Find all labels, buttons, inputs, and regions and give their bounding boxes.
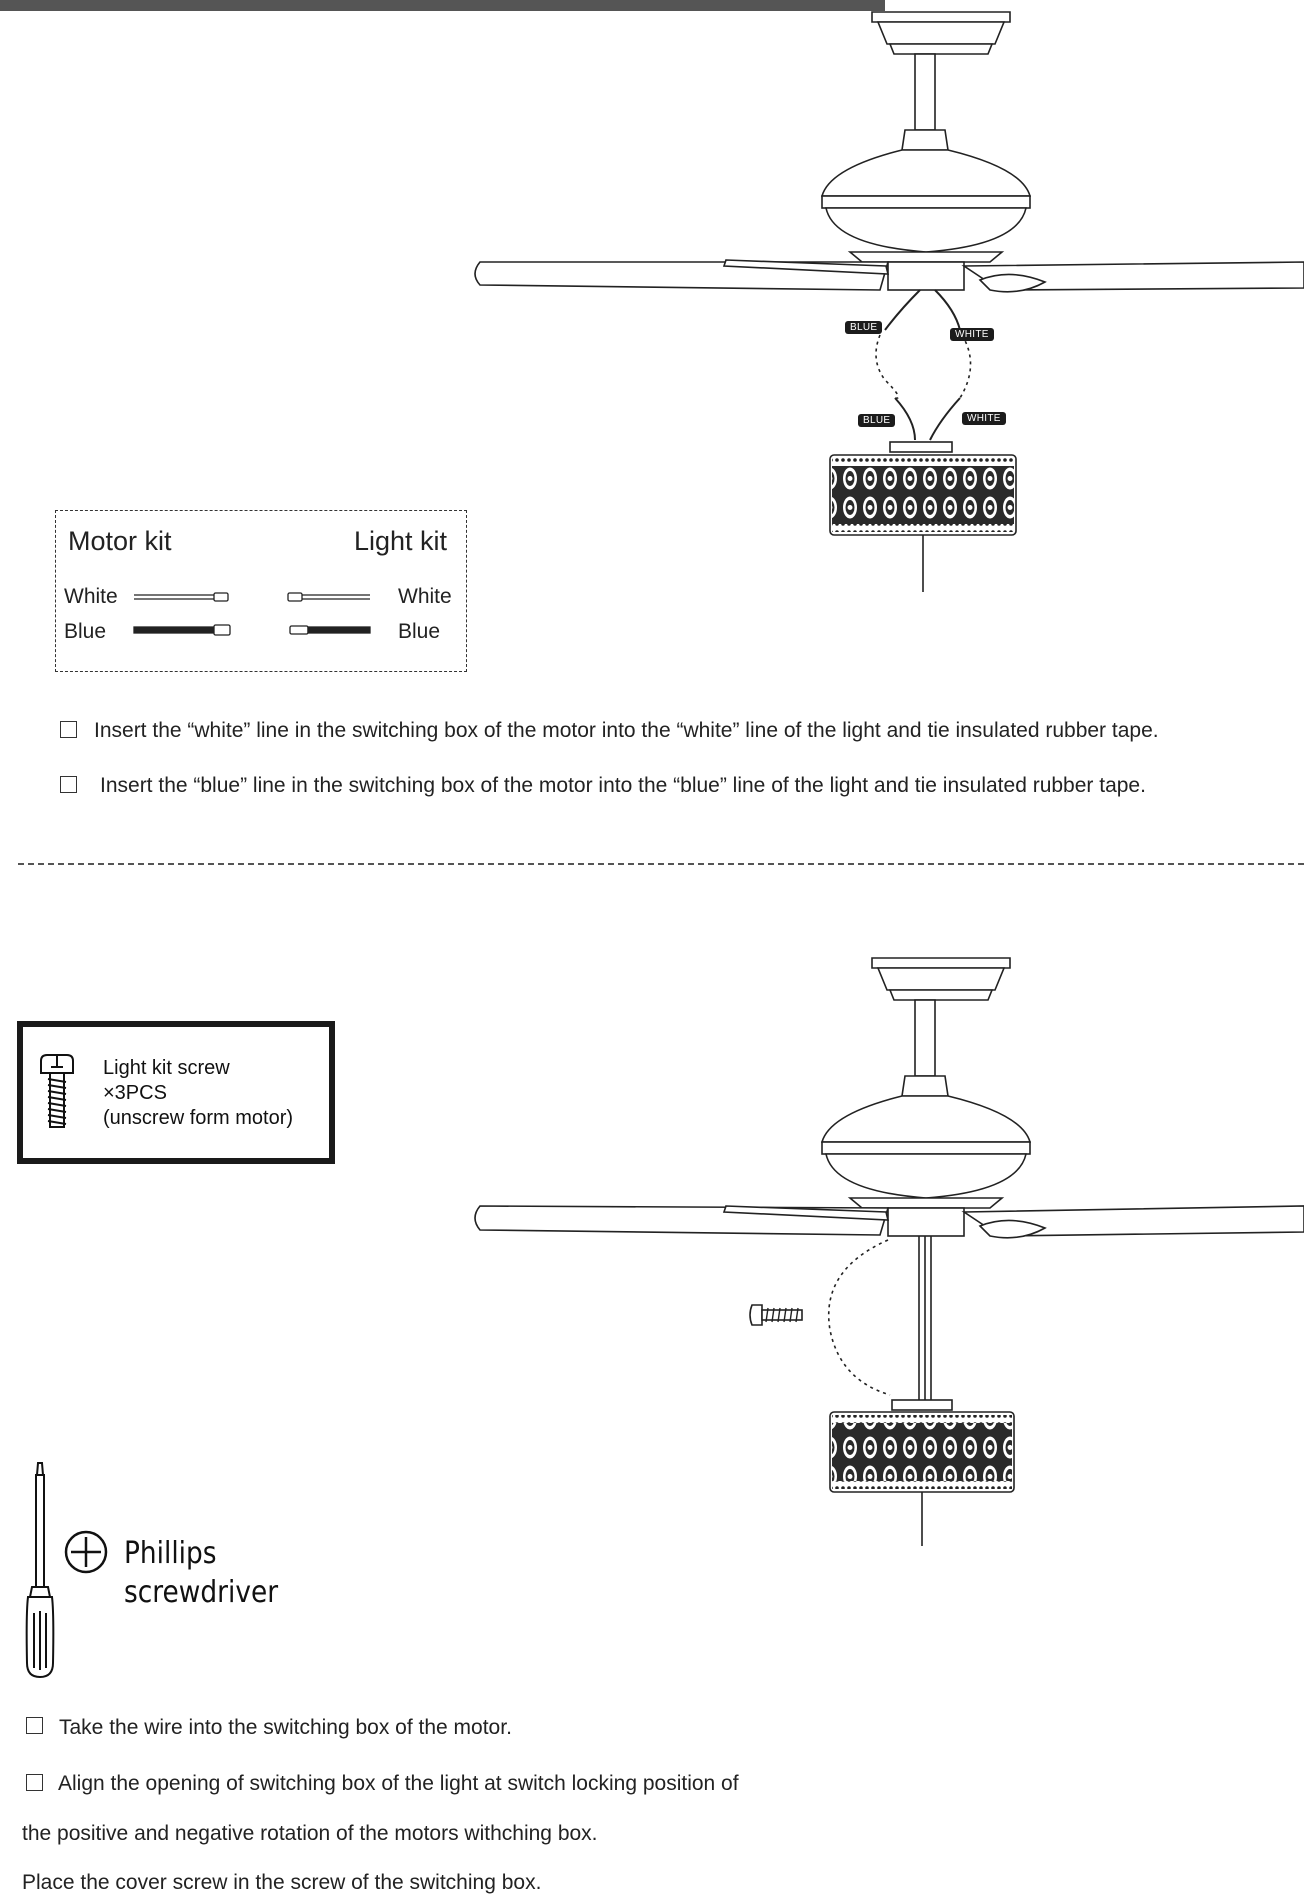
wire-connector-icons xyxy=(133,592,371,636)
header-bar xyxy=(0,0,885,11)
ceiling-fan-illustration-top xyxy=(474,11,1304,592)
tool-name-line-2: screwdriver xyxy=(124,1575,279,1610)
motor-white-label: White xyxy=(64,585,118,608)
screw-box-line-2: ×3PCS xyxy=(103,1082,167,1104)
step1-instruction-1: Insert the “white” line in the switching… xyxy=(94,719,1159,742)
light-kit-screw-box: Light kit screw ×3PCS (unscrew form moto… xyxy=(17,1021,335,1164)
screw-box-line-1: Light kit screw xyxy=(103,1057,230,1079)
phillips-head-icon xyxy=(64,1530,108,1574)
step1-checkbox-2[interactable] xyxy=(60,776,77,793)
step2-instruction-4: Place the cover screw in the screw of th… xyxy=(22,1871,542,1894)
wire-legend: Motor kit Light kit White Blue White Blu… xyxy=(55,510,467,672)
screw-box-line-3: (unscrew form motor) xyxy=(103,1107,294,1129)
step1-instruction-2: Insert the “blue” line in the switching … xyxy=(100,774,1146,797)
wire-tag-white-lower: WHITE xyxy=(962,412,1006,425)
light-kit-title: Light kit xyxy=(354,526,448,556)
step2-instruction-3: the positive and negative rotation of th… xyxy=(22,1822,598,1845)
section-divider xyxy=(18,863,1304,865)
step2-instruction-2: Align the opening of switching box of th… xyxy=(58,1772,739,1795)
step2-instruction-1: Take the wire into the switching box of … xyxy=(59,1716,512,1739)
light-blue-label: Blue xyxy=(398,620,441,643)
light-white-label: White xyxy=(398,585,452,608)
ceiling-fan-illustration-bottom xyxy=(474,957,1304,1546)
motor-blue-label: Blue xyxy=(64,620,107,643)
tool-name-line-1: Phillips xyxy=(124,1536,217,1571)
wire-tag-blue-lower: BLUE xyxy=(858,414,896,427)
motor-kit-title: Motor kit xyxy=(68,526,172,556)
step2-checkbox-1[interactable] xyxy=(26,1717,43,1734)
screw-icon xyxy=(40,1054,74,1128)
screwdriver-icon xyxy=(25,1462,55,1679)
wire-tag-blue-upper: BLUE xyxy=(845,321,883,334)
step1-checkbox-1[interactable] xyxy=(60,721,77,738)
wire-tag-white-upper: WHITE xyxy=(950,328,994,341)
step2-checkbox-2[interactable] xyxy=(26,1774,43,1791)
